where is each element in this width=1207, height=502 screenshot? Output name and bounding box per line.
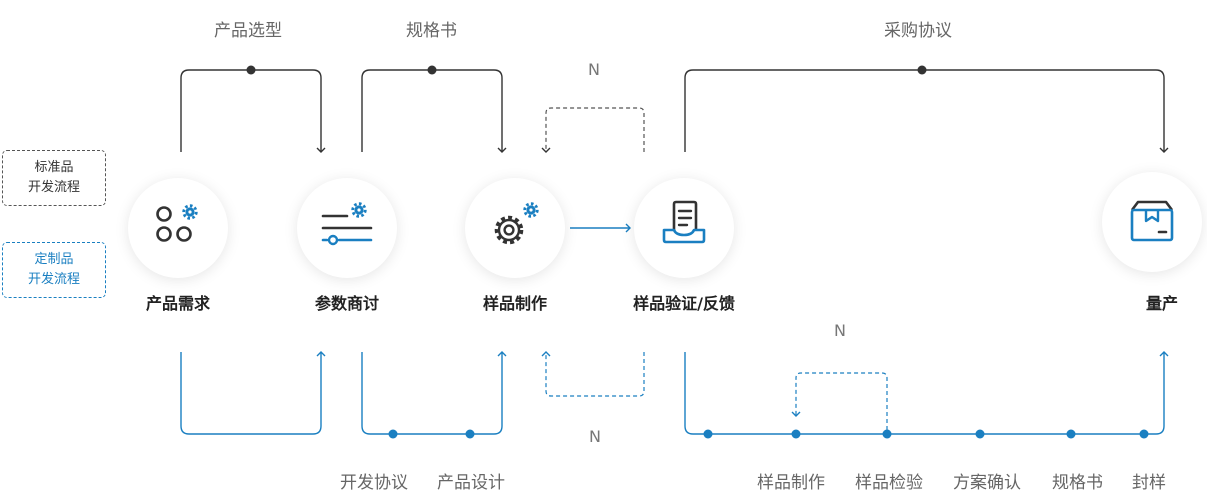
top-connector-3 (684, 69, 1169, 153)
bottom-dot-6 (975, 429, 985, 439)
bottom-connector-2 (361, 351, 507, 435)
bottom-step-sample-making: 样品制作 (757, 473, 825, 493)
top-dot-3 (917, 65, 927, 75)
document-tray-icon (662, 200, 706, 244)
legend-custom-process: 定制品 开发流程 (2, 242, 106, 298)
sliders-gear-icon (321, 202, 373, 246)
bottom-dot-5 (882, 429, 892, 439)
bottom-step-plan-confirmation: 方案确认 (953, 473, 1021, 493)
node-product-demand (128, 178, 228, 278)
bottom-step-product-design: 产品设计 (437, 473, 505, 493)
bottom-dot-2 (465, 429, 475, 439)
top-step-purchase-agreement: 采购协议 (884, 21, 952, 41)
bottom-connector-3 (684, 351, 1169, 435)
legend-standard-process: 标准品 开发流程 (2, 150, 106, 206)
bottom-dot-4 (791, 429, 801, 439)
apps-gear-icon (156, 204, 198, 242)
top-dot-1 (246, 65, 256, 75)
node-mass-production-label: 量产 (1145, 294, 1178, 313)
node-sample-verification-label: 样品验证/反馈 (633, 294, 735, 313)
bottom-dot-8 (1139, 429, 1149, 439)
bottom-step-development-agreement: 开发协议 (340, 473, 408, 493)
node-product-demand-label: 产品需求 (145, 294, 210, 313)
bottom-loop-n-label: N (589, 427, 601, 446)
legend-custom-line2: 开发流程 (27, 272, 80, 287)
bottom-connector-1 (180, 351, 326, 435)
package-box-icon (1130, 200, 1174, 242)
bottom-loop-dashed (541, 351, 645, 397)
bottom-dot-7 (1066, 429, 1076, 439)
node-parameter-discussion (297, 178, 397, 278)
gears-icon (494, 202, 539, 245)
legend-standard-line1: 标准品 (34, 160, 74, 175)
bottom-dot-1 (388, 429, 398, 439)
legend-standard-line2: 开发流程 (27, 180, 80, 195)
top-dot-2 (427, 65, 437, 75)
bottom-sub-loop-dashed (791, 372, 888, 430)
bottom-sub-loop-n-label: N (834, 321, 846, 340)
bottom-dot-3 (703, 429, 713, 439)
bottom-step-sample-inspection: 样品检验 (855, 473, 923, 493)
node-sample-verification (634, 178, 734, 278)
top-connector-1 (180, 69, 326, 153)
node-parameter-discussion-label: 参数商讨 (314, 294, 379, 313)
top-step-spec-sheet: 规格书 (406, 21, 457, 41)
bottom-step-sealed-sample: 封样 (1132, 473, 1166, 493)
bottom-step-spec-sheet: 规格书 (1052, 473, 1103, 493)
top-loop-n-label: N (588, 60, 600, 79)
node-sample-making-label: 样品制作 (482, 294, 547, 313)
top-loop-dashed (541, 107, 645, 153)
top-step-product-selection: 产品选型 (214, 21, 282, 41)
top-connector-2 (361, 69, 507, 153)
node-mass-production (1102, 172, 1202, 272)
node-sample-making (465, 178, 565, 278)
legend-custom-line1: 定制品 (34, 252, 74, 267)
